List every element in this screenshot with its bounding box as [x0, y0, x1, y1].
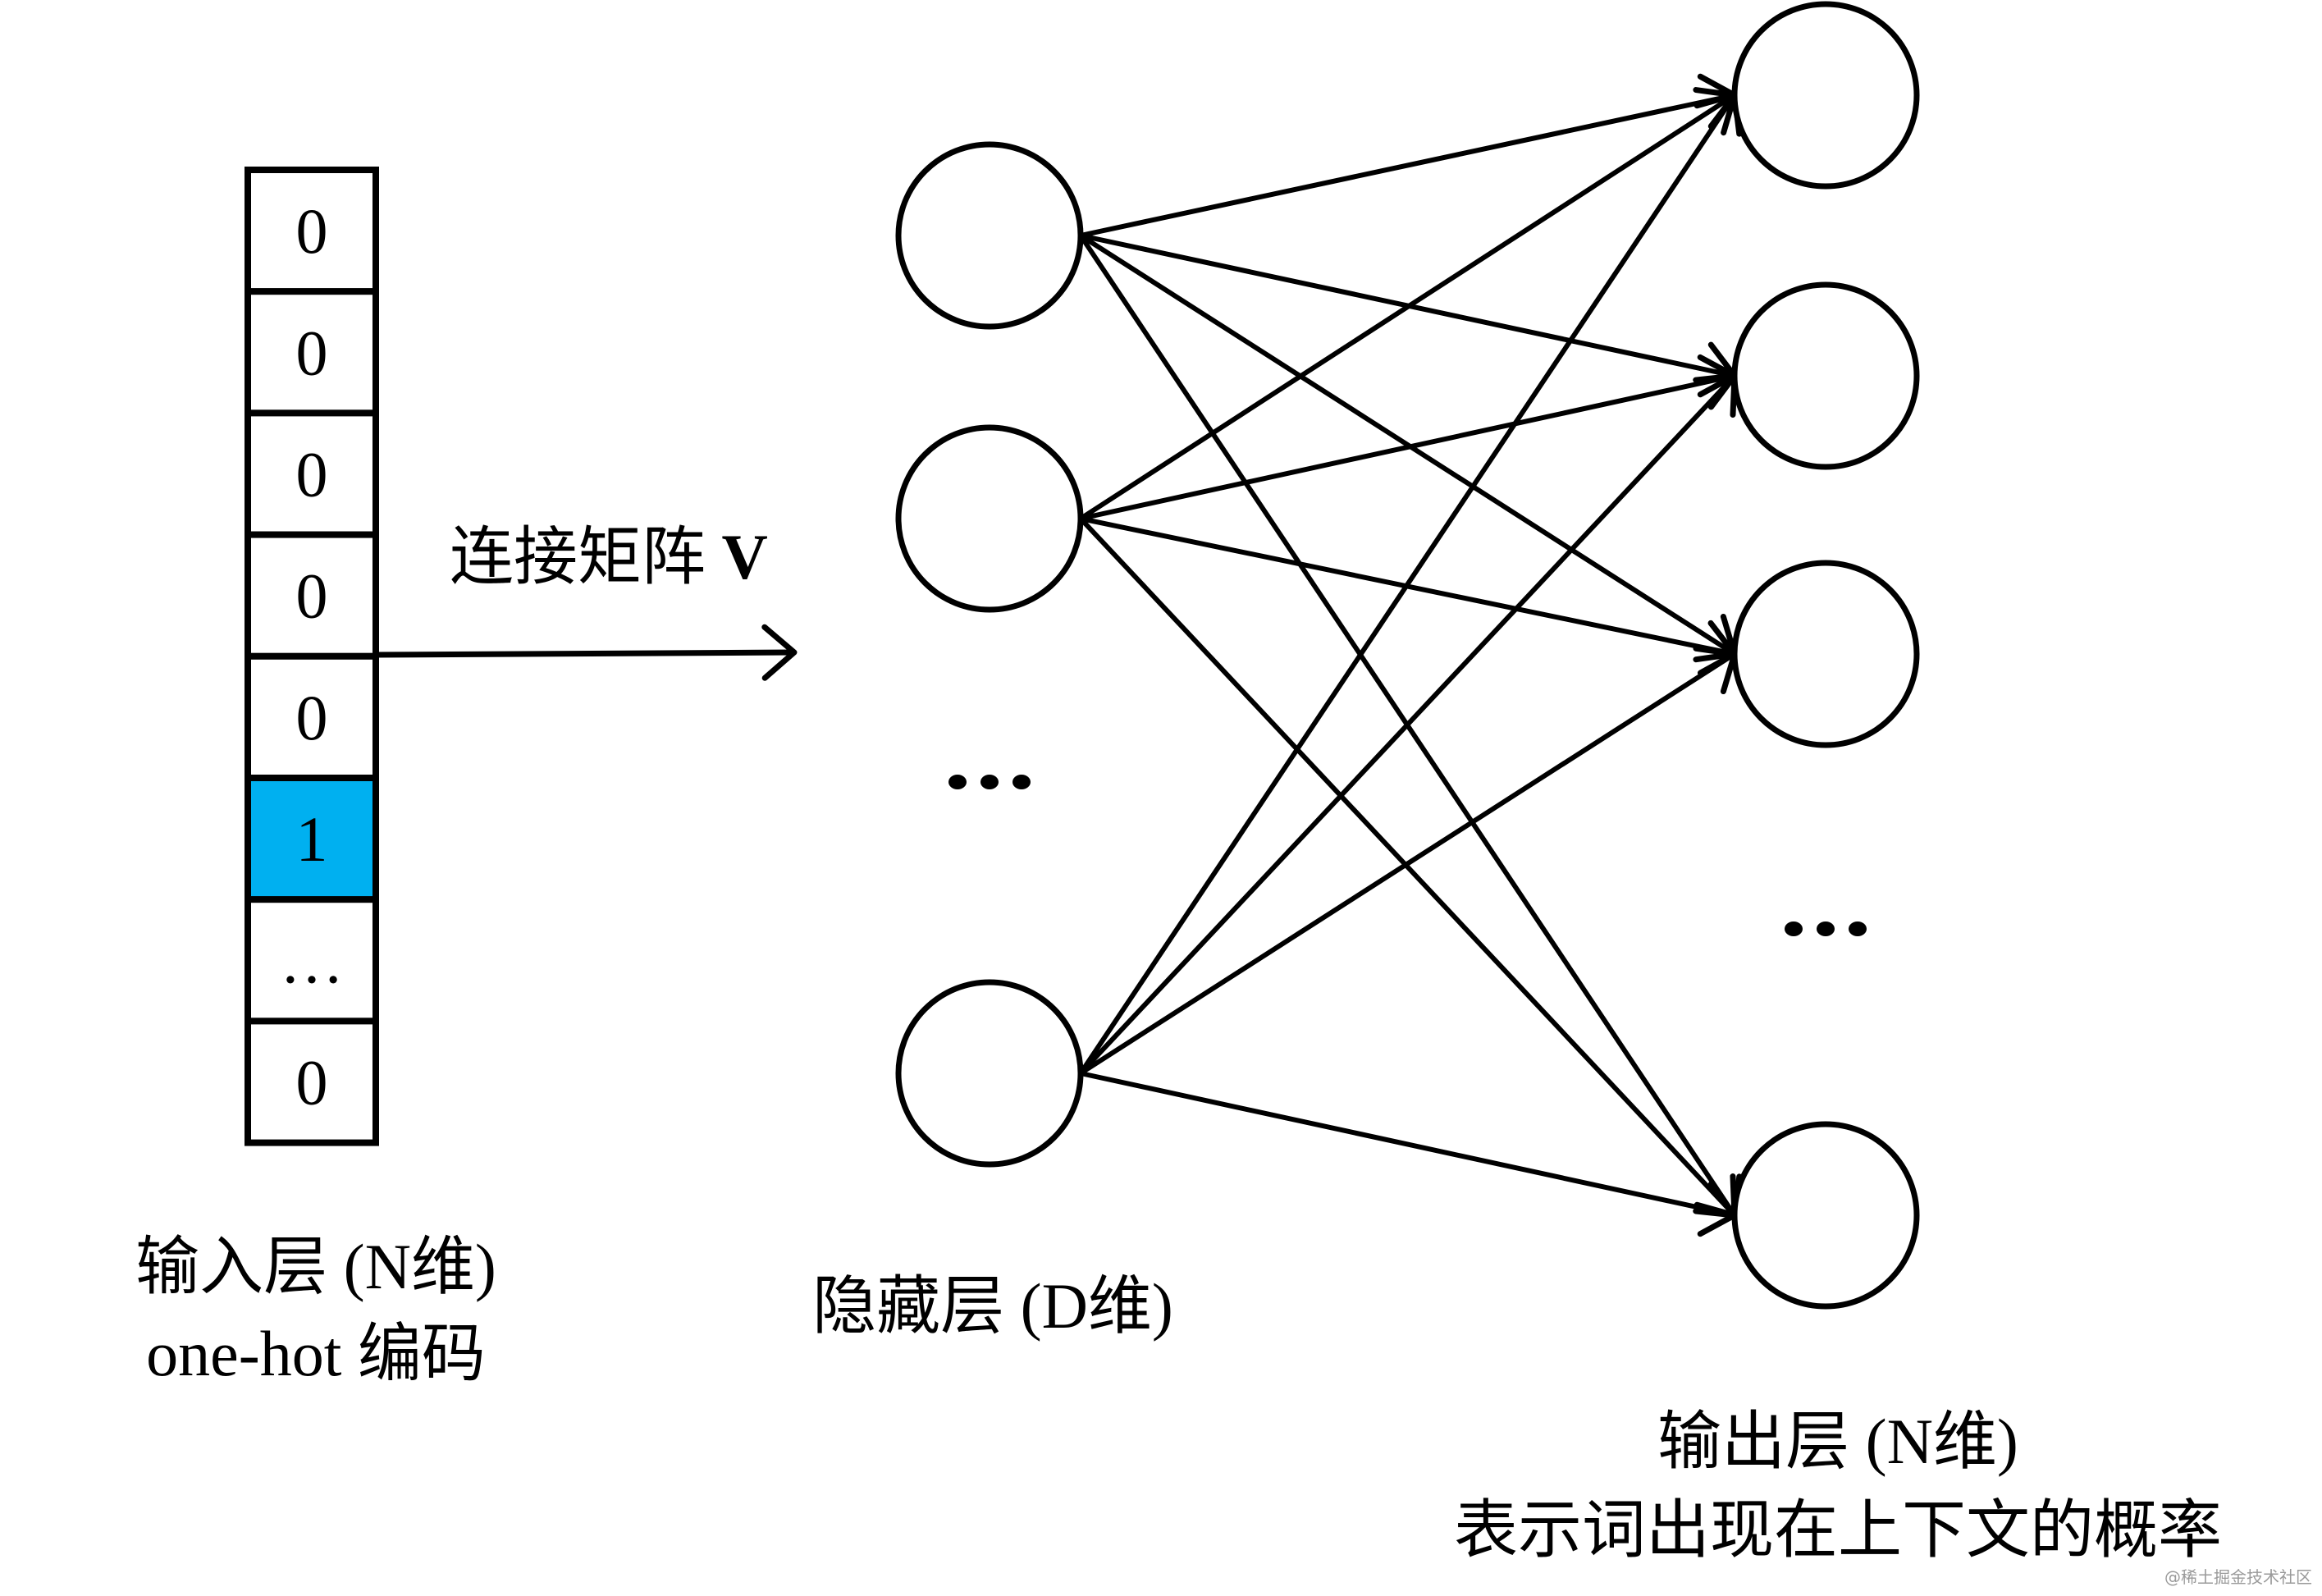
hidden-layer-nodes [895, 141, 1084, 1168]
matrix-symbol: V [721, 521, 768, 592]
edge-h2-o2 [1080, 354, 1738, 521]
edge-h2-o1 [1079, 87, 1738, 521]
input-layer-label: 输入层 (N维) one-hot 编码 [123, 1235, 509, 1386]
cell-value: 0 [296, 195, 328, 267]
hidden-node [895, 424, 1084, 613]
input-one-hot-vector: 0 0 0 0 0 1 … 0 [245, 167, 379, 1146]
output-node [1731, 560, 1920, 748]
output-ellipsis-icon [1785, 921, 1867, 936]
cell-value: 0 [296, 1047, 328, 1118]
cell-box [245, 409, 379, 538]
hidden-layer-label: 隐藏层 (D维) [812, 1270, 1173, 1342]
cell-value: 0 [296, 317, 328, 388]
input-cell: 0 [245, 288, 379, 417]
input-cell: 1 [245, 775, 379, 903]
input-cell: 0 [245, 167, 379, 295]
output-node [1731, 281, 1920, 470]
watermark: @稀土掘金技术社区 [2164, 1567, 2312, 1587]
output-node [1731, 1, 1920, 190]
cell-value: 1 [296, 803, 328, 875]
matrix-arrow [375, 624, 798, 681]
input-layer-subtitle: one-hot 编码 [146, 1318, 486, 1389]
input-cell: 0 [245, 1018, 379, 1146]
output-layer-subtitle: 表示词出现在上下文的概率 [1453, 1494, 2222, 1566]
hidden-ellipsis-icon [948, 775, 1031, 789]
input-cell: … [245, 896, 379, 1025]
edge-h3-o4 [1080, 1071, 1738, 1237]
hidden-node [895, 141, 1084, 330]
output-node [1731, 1121, 1920, 1310]
output-layer-nodes [1731, 1, 1920, 1310]
edge-h3-o3 [1079, 645, 1738, 1076]
output-layer-label: 输出层 (N维) 表示词出现在上下文的概率 [1428, 1410, 2248, 1562]
cell-box [245, 288, 379, 417]
matrix-label-text: 连接矩阵 [450, 521, 706, 592]
cell-value: 0 [296, 560, 328, 632]
input-cell: 0 [245, 652, 379, 781]
cell-value: … [280, 925, 344, 996]
connection-edges [1078, 73, 1743, 1237]
output-layer-title: 输出层 (N维) [1657, 1406, 2018, 1477]
edge-h2-o4 [1078, 516, 1738, 1219]
matrix-label: 连接矩阵 V [450, 525, 768, 589]
input-layer-title: 输入层 (N维) [135, 1231, 496, 1302]
input-cell: 0 [245, 409, 379, 538]
edge-h3-o1 [1078, 92, 1743, 1075]
input-cell: 0 [245, 531, 379, 660]
edge-h1-o1 [1080, 73, 1738, 238]
cell-value: 0 [296, 682, 328, 753]
cell-box [245, 1018, 379, 1146]
cell-value: 0 [296, 439, 328, 510]
hidden-node [895, 979, 1084, 1168]
cell-box [245, 896, 379, 1025]
edge-h3-o2 [1078, 373, 1738, 1076]
